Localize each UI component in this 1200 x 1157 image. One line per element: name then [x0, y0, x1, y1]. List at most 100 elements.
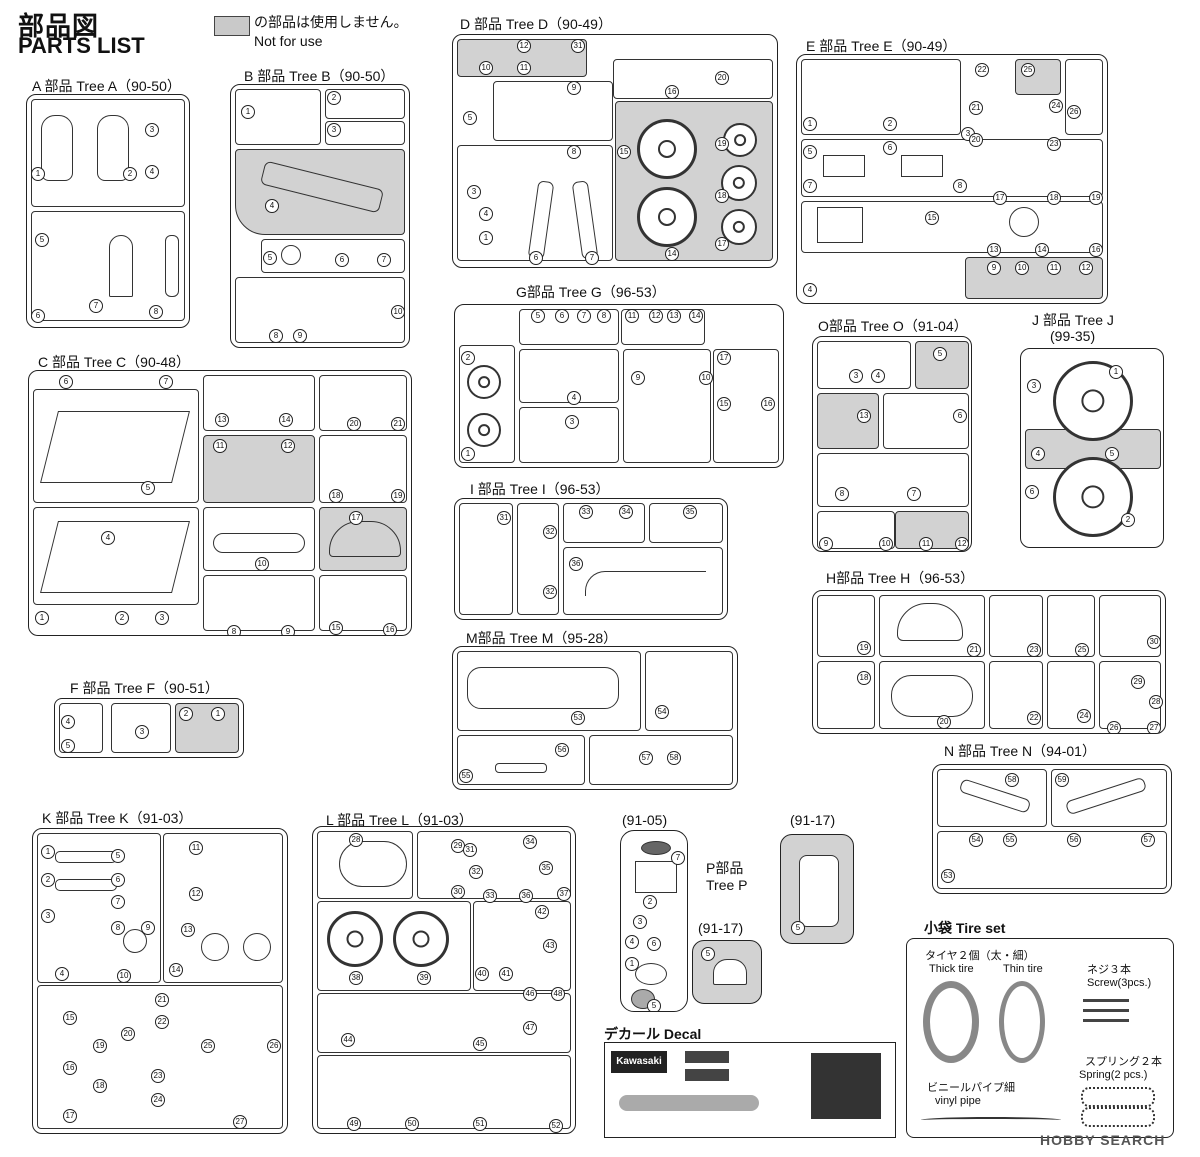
part-number: 18	[1047, 191, 1061, 205]
decal-sheet: Kawasaki	[604, 1042, 896, 1138]
tree-b-cell	[235, 277, 405, 343]
tree-h-label: H部品 Tree H（96-53）	[826, 570, 975, 586]
part-number: 20	[121, 1027, 135, 1041]
part-number: 19	[715, 137, 729, 151]
tree-i-runner: 31 32 32 33 34 35 36	[454, 498, 728, 620]
tree-g-cell	[519, 407, 619, 463]
thin-tire-label: Thin tire	[1003, 963, 1043, 975]
part-number: 6	[647, 937, 661, 951]
part-number: 53	[571, 711, 585, 725]
tree-p-label-jp: P部品	[706, 860, 744, 876]
part-number: 11	[213, 439, 227, 453]
shock-part	[55, 851, 117, 863]
part-number: 9	[141, 921, 155, 935]
part-number: 11	[1047, 261, 1061, 275]
part-number: 19	[1089, 191, 1103, 205]
part-number: 16	[1089, 243, 1103, 257]
thick-tire-label: Thick tire	[929, 963, 974, 975]
part-number: 10	[1015, 261, 1029, 275]
part-number: 14	[279, 413, 293, 427]
tree-d-cell	[613, 59, 773, 99]
tree-m-cell	[645, 651, 733, 731]
shock-part	[55, 879, 117, 891]
tree-j-label: J 部品 Tree J	[1032, 312, 1114, 328]
part-number: 1	[35, 611, 49, 625]
disc-part	[721, 209, 757, 245]
part-number: 40	[475, 967, 489, 981]
tree-p-runner-2: 5	[692, 940, 762, 1004]
cowl-part	[109, 235, 133, 297]
legend-en: Not for use	[254, 33, 323, 49]
tree-k-cell	[37, 833, 161, 983]
disc-part	[467, 413, 501, 447]
frame-part	[40, 411, 190, 483]
part-number: 15	[717, 397, 731, 411]
part-number: 17	[717, 351, 731, 365]
vinyl-jp-label: ビニールパイプ細	[927, 1082, 1015, 1094]
part-number: 33	[579, 505, 593, 519]
part-number: 20	[715, 71, 729, 85]
screw-jp-label: ネジ３本	[1087, 964, 1131, 976]
engine-part	[823, 155, 865, 177]
part-number: 11	[625, 309, 639, 323]
part-number: 5	[61, 739, 75, 753]
disc-part	[243, 933, 271, 961]
part-number: 3	[327, 123, 341, 137]
part-number: 22	[975, 63, 989, 77]
part-number: 58	[1005, 773, 1019, 787]
tree-m-runner: 53 54 55 56 57 58	[452, 646, 738, 790]
part-number: 7	[803, 179, 817, 193]
tree-n-cell	[937, 831, 1167, 889]
part-number: 5	[1105, 447, 1119, 461]
tree-f-cell	[111, 703, 171, 753]
tree-c-cell	[319, 375, 407, 431]
part-number: 2	[1121, 513, 1135, 527]
tree-i-cell	[649, 503, 723, 543]
tree-h-runner: 19 18 20 21 22 23 24 25 26 27 28 29 30	[812, 590, 1166, 734]
engine-part	[817, 207, 863, 243]
part-number: 13	[857, 409, 871, 423]
part-number: 8	[149, 305, 163, 319]
part-number: 10	[391, 305, 405, 319]
vinyl-en-label: vinyl pipe	[935, 1095, 981, 1107]
part-number: 14	[1035, 243, 1049, 257]
part-number: 3	[41, 909, 55, 923]
part-number: 49	[347, 1117, 361, 1131]
part-number: 4	[55, 967, 69, 981]
meter-part	[713, 959, 747, 985]
part-number: 10	[117, 969, 131, 983]
part-number: 8	[597, 309, 611, 323]
part-number: 8	[269, 329, 283, 343]
spring-en-label: Spring(2 pcs.)	[1079, 1069, 1148, 1081]
part-number: 52	[549, 1119, 563, 1133]
part-number: 4	[871, 369, 885, 383]
part-number: 23	[1047, 137, 1061, 151]
tree-o-cell	[883, 393, 969, 449]
part-number: 12	[517, 39, 531, 53]
tank-part	[339, 841, 407, 887]
part-number: 6	[59, 375, 73, 389]
tree-c-cell	[203, 375, 315, 431]
chain-part	[213, 533, 305, 553]
part-number: 18	[93, 1079, 107, 1093]
tree-e-runner: 1 2 3 4 5 6 7 8 9 10 11 12 13 14 15 16 1…	[796, 54, 1108, 304]
tree-e-label: E 部品 Tree E（90-49）	[806, 38, 957, 54]
legend-jp: の部品は使用しません。	[254, 14, 408, 30]
part-number: 24	[1077, 709, 1091, 723]
part-number: 35	[683, 505, 697, 519]
part-number: 15	[617, 145, 631, 159]
tree-o-cell	[817, 453, 969, 507]
tree-n-runner: 58 59 54 55 56 57 53	[932, 764, 1172, 894]
part-number: 55	[459, 769, 473, 783]
part-number: 12	[649, 309, 663, 323]
tree-g-cell	[621, 309, 705, 345]
tree-c-cell	[203, 575, 315, 631]
part-number: 39	[417, 971, 431, 985]
tree-l-cell	[317, 901, 471, 991]
part-number: 29	[1131, 675, 1145, 689]
screw-en-label: Screw(3pcs.)	[1087, 977, 1152, 989]
part-number: 10	[255, 557, 269, 571]
tree-h-cell	[989, 595, 1043, 657]
part-number: 24	[1049, 99, 1063, 113]
part-number: 6	[335, 253, 349, 267]
